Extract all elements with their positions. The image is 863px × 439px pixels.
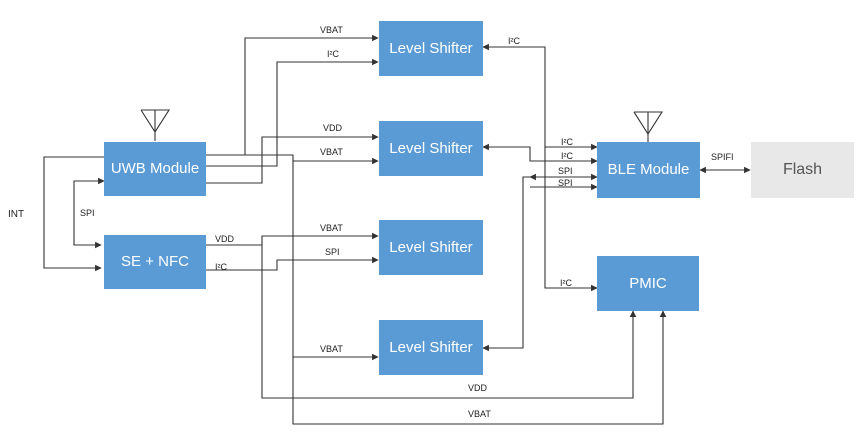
spifi-label: SPIFI	[711, 152, 734, 162]
level-shifter-4: Level Shifter	[379, 320, 483, 375]
vbat-label: VBAT	[320, 25, 343, 35]
vbat-label: VBAT	[468, 409, 491, 419]
antenna-icon	[140, 109, 171, 141]
spi-label: SPI	[558, 166, 573, 176]
i2c-label: I²C	[560, 278, 572, 288]
flash: Flash	[751, 142, 854, 198]
uwb-module: UWB Module	[104, 142, 206, 196]
i2c-label: I²C	[327, 49, 339, 59]
i2c-label: I²C	[508, 36, 520, 46]
vbat-label: VBAT	[320, 223, 343, 233]
level-shifter-2: Level Shifter	[379, 121, 483, 176]
i2c-label: I²C	[561, 151, 573, 161]
ble-module: BLE Module	[597, 142, 700, 198]
int-label: INT	[8, 209, 25, 220]
i2c-label: I²C	[215, 262, 227, 272]
vdd-label: VDD	[323, 123, 343, 133]
i2c-label: I²C	[561, 137, 573, 147]
spi-label: SPI	[325, 247, 340, 257]
vdd-label: VDD	[468, 383, 488, 393]
antenna-icon	[633, 111, 664, 143]
vbat-label: VBAT	[320, 344, 343, 354]
vdd-label: VDD	[215, 234, 235, 244]
pmic: PMIC	[597, 256, 699, 311]
se-nfc-module: SE + NFC	[104, 235, 206, 289]
spi-label: SPI	[558, 178, 573, 188]
spi-label: SPI	[80, 208, 95, 218]
level-shifter-1: Level Shifter	[379, 21, 483, 76]
level-shifter-3: Level Shifter	[379, 220, 483, 275]
vbat-label: VBAT	[320, 147, 343, 157]
